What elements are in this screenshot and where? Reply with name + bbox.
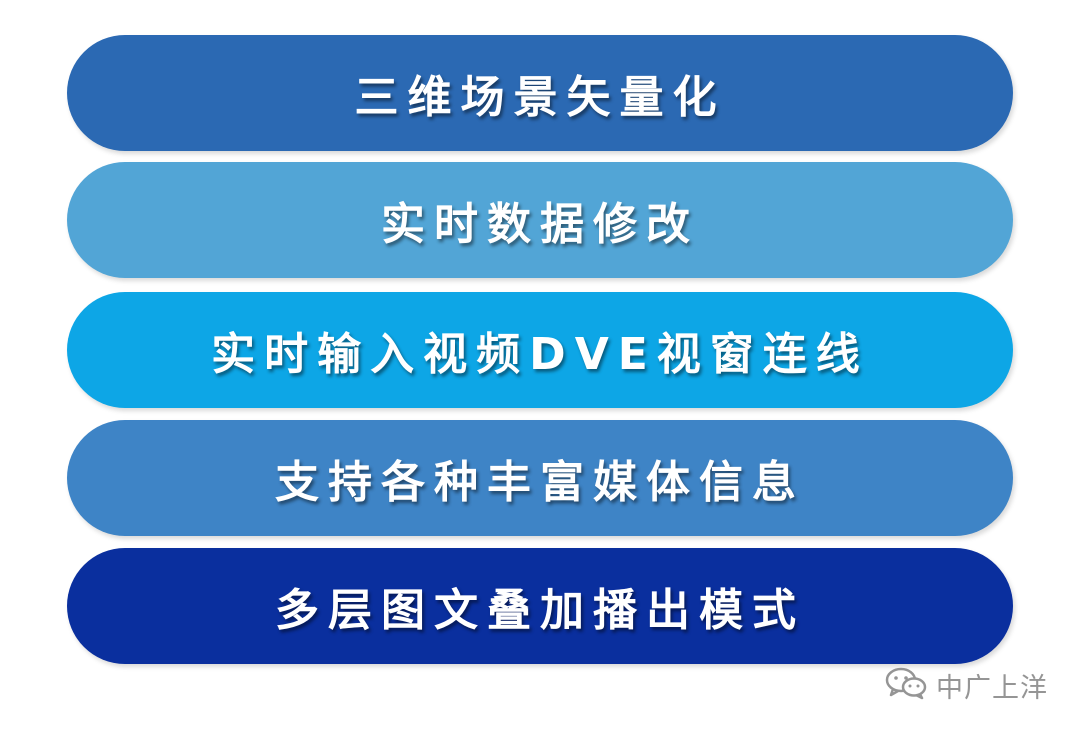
feature-pill-vector-scene: 三维场景矢量化: [67, 35, 1013, 151]
feature-pill-realtime-data: 实时数据修改: [67, 162, 1013, 278]
feature-pill-dve-video: 实时输入视频DVE视窗连线: [67, 292, 1013, 408]
feature-label: 三维场景矢量化: [354, 72, 726, 123]
watermark: 中广上洋: [884, 666, 1048, 704]
feature-label: 实时数据修改: [381, 199, 699, 250]
feature-label: 实时输入视频DVE视窗连线: [211, 329, 869, 380]
wechat-icon: [884, 666, 928, 704]
watermark-text: 中广上洋: [936, 672, 1048, 704]
feature-label: 支持各种丰富媒体信息: [275, 457, 805, 508]
feature-label: 多层图文叠加播出模式: [275, 585, 805, 636]
feature-pill-rich-media: 支持各种丰富媒体信息: [67, 420, 1013, 536]
feature-pill-multilayer: 多层图文叠加播出模式: [67, 548, 1013, 664]
